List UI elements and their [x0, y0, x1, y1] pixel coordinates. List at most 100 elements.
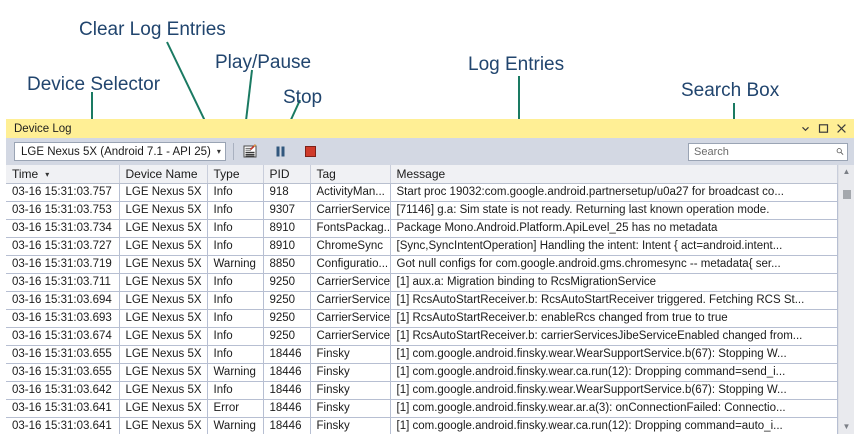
- log-cell-pid: 9250: [262, 326, 311, 346]
- log-cell-pid: 9250: [262, 272, 311, 292]
- log-cell-type: Info: [206, 236, 264, 256]
- clear-log-icon: [243, 144, 257, 158]
- scrollbar-thumb[interactable]: [843, 190, 851, 199]
- log-cell-device: LGE Nexus 5X: [118, 236, 208, 256]
- log-cell-tag: ChromeSync: [309, 236, 391, 256]
- log-cell-pid: 8910: [262, 236, 311, 256]
- log-cell-pid: 18446: [262, 416, 311, 434]
- log-cell-type: Info: [206, 380, 264, 400]
- stop-button[interactable]: [301, 142, 321, 162]
- log-table: Time▾ Device Name Type PID Tag Message 0…: [6, 165, 838, 434]
- log-cell-type: Warning: [206, 362, 264, 382]
- log-cell-type: Info: [206, 326, 264, 346]
- maximize-icon[interactable]: [818, 123, 829, 134]
- log-entries-grid: Time▾ Device Name Type PID Tag Message 0…: [6, 165, 854, 434]
- log-cell-tag: FontsPackag...: [309, 218, 391, 238]
- log-cell-type: Info: [206, 182, 264, 202]
- log-cell-pid: 9307: [262, 200, 311, 220]
- log-cell-device: LGE Nexus 5X: [118, 380, 208, 400]
- close-icon[interactable]: [836, 123, 847, 134]
- scroll-up-button[interactable]: ▲: [839, 165, 854, 179]
- device-log-window: Device Log LGE Nexus 5X (Android 7.1 - A…: [6, 119, 854, 434]
- column-header-tag[interactable]: Tag: [310, 165, 391, 184]
- log-cell-pid: 9250: [262, 308, 311, 328]
- log-cell-type: Error: [206, 398, 264, 418]
- log-cell-tag: Finsky: [309, 344, 391, 364]
- log-cell-message: [Sync,SyncIntentOperation] Handling the …: [389, 236, 838, 256]
- log-cell-message: [1] RcsAutoStartReceiver.b: carrierServi…: [389, 326, 838, 346]
- log-grid-viewport: Time▾ Device Name Type PID Tag Message 0…: [6, 165, 838, 434]
- log-cell-tag: Configuratio...: [309, 254, 391, 274]
- annotation-clear-log-entries: Clear Log Entries: [79, 19, 226, 40]
- log-cell-time: 03-16 15:31:03.753: [6, 200, 120, 220]
- vertical-scrollbar[interactable]: ▲ ▼: [838, 165, 854, 434]
- column-header-pid[interactable]: PID: [263, 165, 311, 184]
- log-cell-type: Info: [206, 218, 264, 238]
- log-cell-time: 03-16 15:31:03.693: [6, 308, 120, 328]
- log-cell-type: Warning: [206, 254, 264, 274]
- window-toolbar: LGE Nexus 5X (Android 7.1 - API 25) ▾: [6, 138, 854, 165]
- log-cell-time: 03-16 15:31:03.655: [6, 362, 120, 382]
- annotation-search-box: Search Box: [681, 80, 780, 101]
- search-box[interactable]: [688, 142, 848, 161]
- log-cell-time: 03-16 15:31:03.641: [6, 398, 120, 418]
- log-cell-message: [1] RcsAutoStartReceiver.b: RcsAutoStart…: [389, 290, 838, 310]
- log-cell-time: 03-16 15:31:03.642: [6, 380, 120, 400]
- log-cell-time: 03-16 15:31:03.694: [6, 290, 120, 310]
- column-header-device-name[interactable]: Device Name: [119, 165, 208, 184]
- caret-down-icon[interactable]: [800, 123, 811, 134]
- log-cell-message: [1] com.google.android.finsky.wear.WearS…: [389, 380, 838, 400]
- log-cell-device: LGE Nexus 5X: [118, 218, 208, 238]
- log-cell-time: 03-16 15:31:03.711: [6, 272, 120, 292]
- log-cell-time: 03-16 15:31:03.641: [6, 416, 120, 434]
- annotation-device-selector: Device Selector: [27, 74, 161, 95]
- toolbar-separator: [232, 143, 234, 160]
- triangle-up-icon: ▲: [842, 167, 851, 176]
- log-cell-tag: ActivityMan...: [309, 182, 391, 202]
- log-cell-device: LGE Nexus 5X: [118, 308, 208, 328]
- column-header-time[interactable]: Time▾: [6, 165, 120, 184]
- annotation-stop: Stop: [283, 87, 323, 108]
- log-cell-pid: 8850: [262, 254, 311, 274]
- log-cell-device: LGE Nexus 5X: [118, 344, 208, 364]
- scroll-down-button[interactable]: ▼: [839, 420, 854, 434]
- log-cell-message: [1] com.google.android.finsky.wear.WearS…: [389, 344, 838, 364]
- log-cell-type: Info: [206, 290, 264, 310]
- log-cell-tag: Finsky: [309, 398, 391, 418]
- log-cell-message: Got null configs for com.google.android.…: [389, 254, 838, 274]
- log-cell-message: [1] aux.a: Migration binding to RcsMigra…: [389, 272, 838, 292]
- log-cell-time: 03-16 15:31:03.674: [6, 326, 120, 346]
- clear-log-button[interactable]: [241, 142, 261, 162]
- log-cell-device: LGE Nexus 5X: [118, 416, 208, 434]
- log-cell-type: Info: [206, 344, 264, 364]
- search-icon: [836, 148, 844, 155]
- column-header-time-label: Time: [12, 166, 39, 181]
- search-input[interactable]: [694, 145, 836, 158]
- device-selector-dropdown[interactable]: LGE Nexus 5X (Android 7.1 - API 25) ▾: [14, 142, 226, 161]
- log-cell-message: [1] com.google.android.finsky.wear.ca.ru…: [389, 416, 838, 434]
- log-cell-device: LGE Nexus 5X: [118, 398, 208, 418]
- annotation-log-entries: Log Entries: [468, 54, 565, 75]
- log-cell-type: Warning: [206, 416, 264, 434]
- column-header-type[interactable]: Type: [207, 165, 264, 184]
- log-cell-pid: 18446: [262, 380, 311, 400]
- log-cell-tag: Finsky: [309, 362, 391, 382]
- column-header-message[interactable]: Message: [390, 165, 838, 184]
- play-pause-button[interactable]: [271, 142, 291, 162]
- device-selector-value: LGE Nexus 5X (Android 7.1 - API 25): [21, 145, 211, 158]
